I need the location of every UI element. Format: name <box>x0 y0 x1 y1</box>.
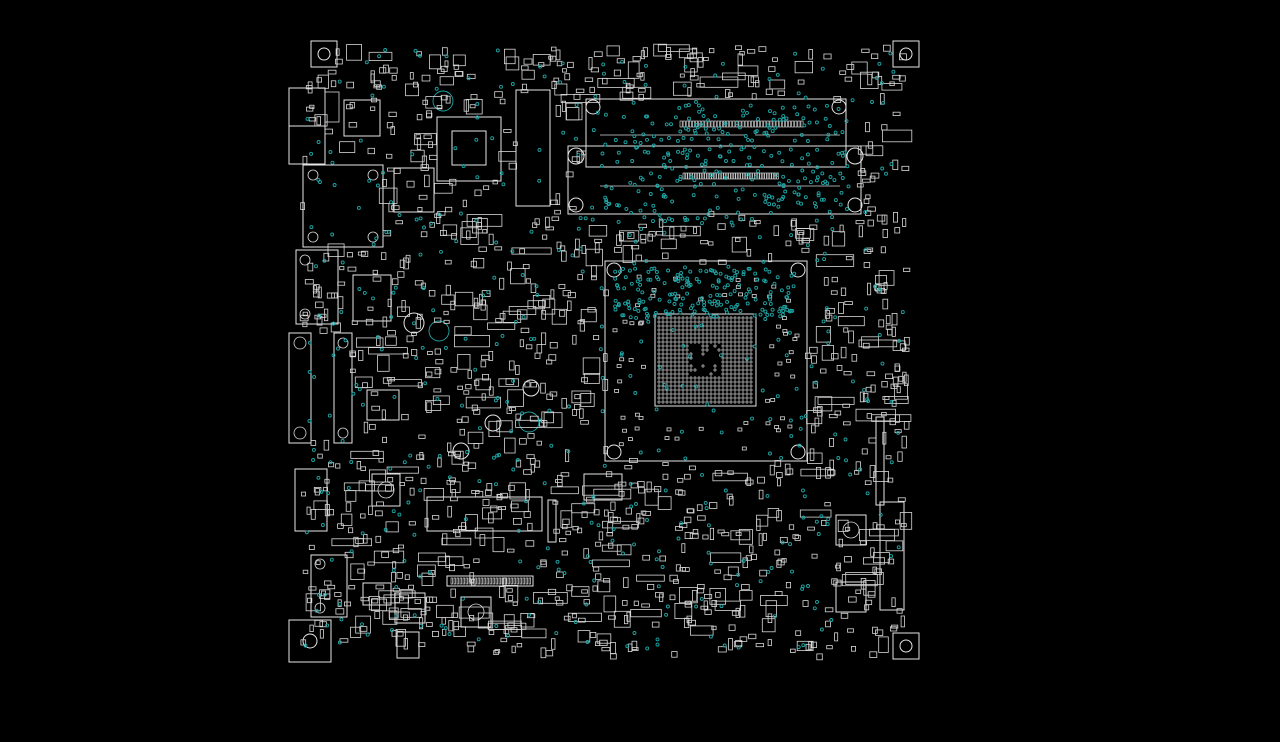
memory-slot-2 <box>567 145 864 215</box>
connector-slot-horizontal <box>426 496 557 543</box>
connector-pin-header-bottom <box>446 575 534 587</box>
mounting-hole-bottom-right <box>892 632 920 660</box>
via-field <box>303 48 905 651</box>
io-connector-vga <box>288 332 353 444</box>
io-connector-com <box>310 554 348 618</box>
mounting-hole-bottom-left <box>288 619 332 663</box>
io-connector-dc-jack <box>294 468 328 532</box>
chip-pch-area <box>436 116 502 182</box>
smd-components <box>299 43 913 661</box>
chip-io-left <box>366 389 400 421</box>
chip-audio-codec <box>352 274 392 322</box>
chip-bottom-right <box>835 514 867 613</box>
cpu-bga-package <box>654 313 757 407</box>
io-connector-audio <box>295 249 339 325</box>
memory-slot-1 <box>585 98 847 168</box>
mounting-hole-top-left <box>310 40 338 68</box>
connector-right-edge <box>875 416 905 611</box>
header-vertical-left <box>515 89 551 207</box>
io-connector-lan <box>302 164 384 248</box>
capacitor-large-group <box>403 90 540 460</box>
chip-lan-controller <box>393 167 435 213</box>
chip-super-io <box>343 99 381 137</box>
